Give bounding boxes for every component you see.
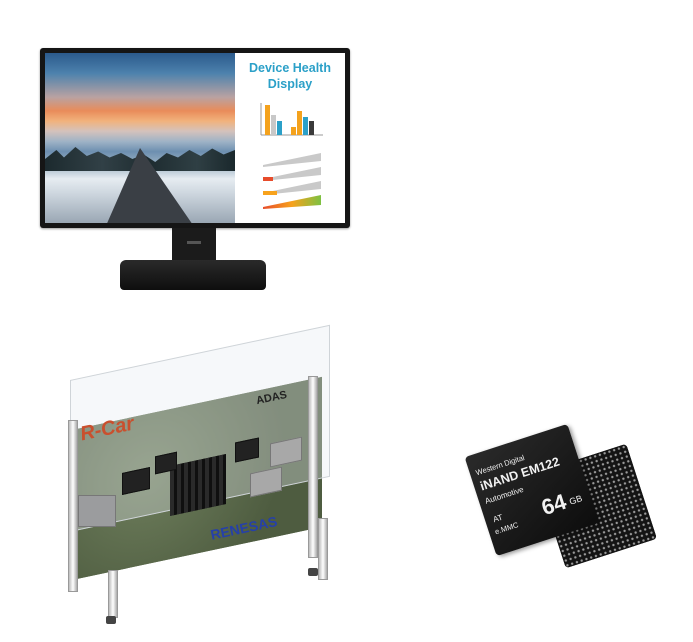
- monitor-bezel: Device Health Display: [40, 48, 350, 228]
- emmc-chip-image: Western Digital iNAND EM122 Automotive A…: [464, 423, 658, 569]
- screw-foot: [106, 616, 116, 624]
- standoff-post: [108, 570, 118, 618]
- device-health-title-line2: Display: [267, 77, 313, 91]
- screw-foot: [308, 568, 318, 576]
- device-health-title-line1: Device Health: [249, 61, 331, 75]
- device-health-panel: Device Health Display: [235, 53, 345, 223]
- chip-grade: AT: [491, 512, 504, 525]
- bar-chart-icon: [260, 103, 323, 136]
- standoff-post: [318, 518, 328, 580]
- road: [105, 148, 195, 223]
- rcar-board-image: R-Car ADAS RENESAS: [60, 324, 340, 630]
- winter-road-photo: [45, 53, 235, 223]
- monitor-stand-base: [120, 260, 266, 290]
- standoff-post: [68, 420, 78, 592]
- monitor-image: Device Health Display: [40, 48, 350, 298]
- chip-capacity: 64: [538, 488, 570, 521]
- standoff-post: [308, 376, 318, 558]
- chip-capacity-unit: GB: [567, 493, 584, 507]
- stand-slot: [187, 241, 201, 244]
- ethernet-port: [78, 495, 116, 527]
- gauge-bars-icon: [263, 153, 321, 209]
